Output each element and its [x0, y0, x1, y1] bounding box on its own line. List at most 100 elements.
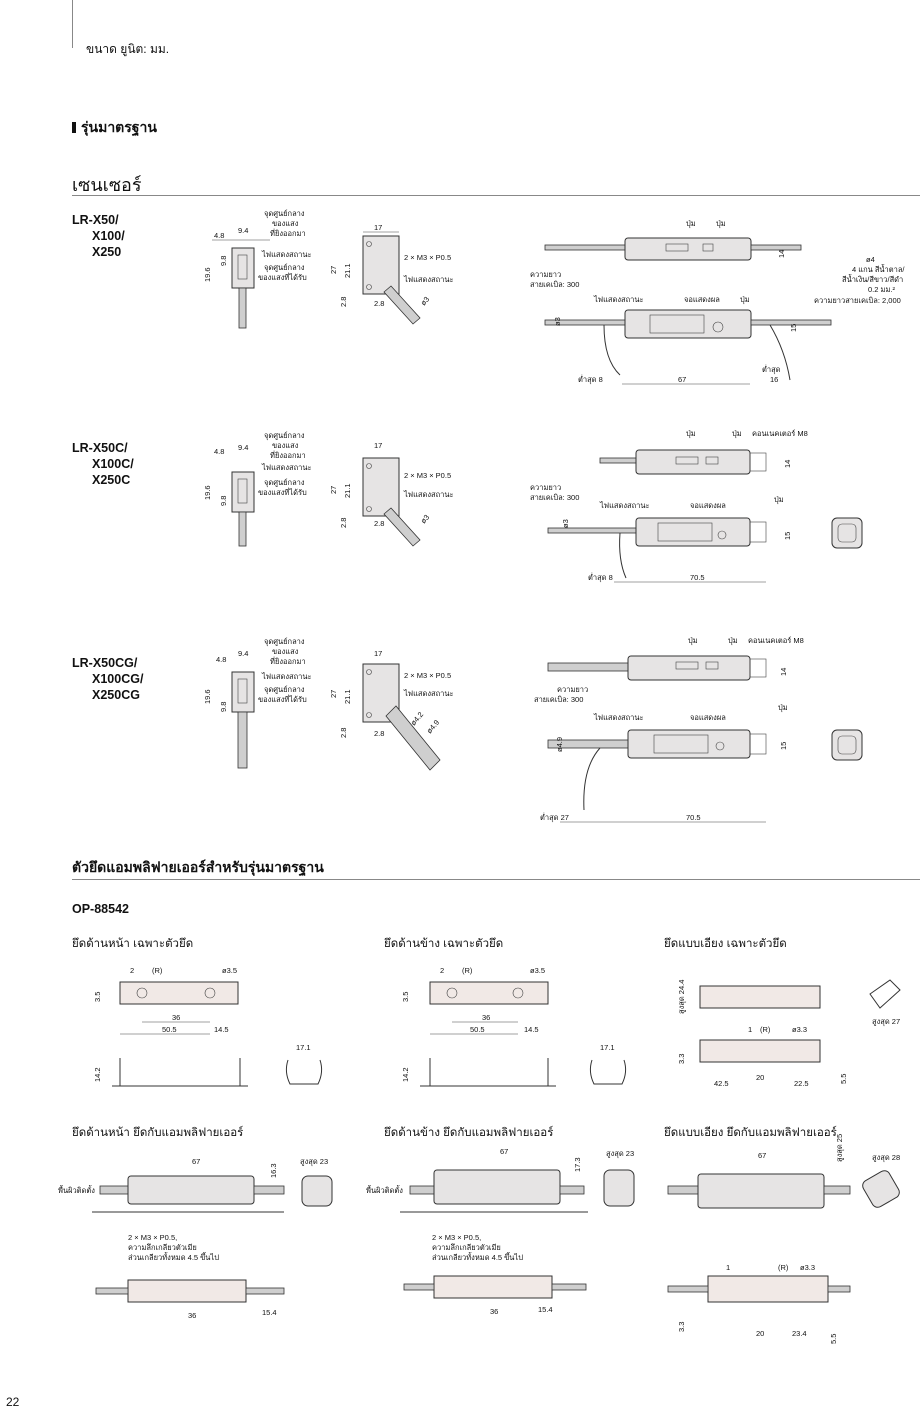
square-bullet-icon — [72, 122, 76, 133]
label-text: ความลึกเกลียวตัวเมีย — [128, 1243, 197, 1252]
label-text: สูงสุด 23 — [606, 1149, 634, 1158]
dim-text: 36 — [482, 1013, 490, 1022]
dim-text: 4.8 — [214, 231, 224, 240]
label-text: ของแสงที่ได้รับ — [258, 694, 307, 704]
label-text: สูงสุด 28 — [872, 1153, 900, 1162]
bracket-angled-only: สูงสุด 24.4 สูงสุด 27 1 (R) ø3.3 3.3 42.… — [677, 979, 901, 1088]
dim-text: 4.8 — [214, 447, 224, 456]
dim-text: ø4.2 — [409, 710, 426, 727]
dim-text: 21.1 — [343, 689, 352, 704]
dim-text: 14.2 — [401, 1067, 410, 1082]
sensor-heading: เซนเซอร์ — [72, 175, 142, 195]
dim-text: ต่ำสุด 8 — [578, 374, 603, 384]
dim-text: 27 — [329, 690, 338, 698]
dim-text: 70.5 — [690, 573, 705, 582]
label-text: จอแสดงผล — [690, 501, 726, 510]
bracket-front-amp: 67 16.3 พื้นผิวติดตั้ง สูงสุด 23 2 × M3 … — [58, 1157, 333, 1320]
label-text: จุดศูนย์กลาง — [264, 263, 305, 272]
dim-text: 14 — [779, 668, 788, 676]
dim-text: (R) — [462, 966, 473, 975]
dim-text: 67 — [678, 375, 686, 384]
label-text: ที่ยิงออกมา — [270, 450, 306, 460]
label-text: ø4 — [866, 255, 875, 264]
dim-text: (R) — [778, 1263, 789, 1272]
dim-text: 3.3 — [677, 1054, 686, 1064]
label-text: ความยาว — [530, 270, 561, 279]
dim-text: 3.5 — [93, 992, 102, 1002]
label-text: จุดศูนย์กลาง — [264, 478, 305, 487]
dim-text: 19.6 — [203, 689, 212, 704]
dim-text: สูงสุด 27 — [872, 1017, 900, 1026]
label-text: ปุ่ม — [732, 429, 742, 438]
dim-text: 2.8 — [339, 518, 348, 528]
sensor-side-view-2: 17 27 21.1 2.8 2.8 2 × M3 × P0.5 ไฟแสดงส… — [329, 441, 454, 547]
label-text: ของแสง — [272, 441, 299, 450]
dim-text: 19.6 — [203, 267, 212, 282]
bracket-drawings: 2 (R) ø3.5 3.5 36 50.5 14.5 14.2 17.1 2 … — [58, 966, 901, 1344]
label-text: จุดศูนย์กลาง — [264, 209, 305, 218]
label-text: ความยาว — [530, 483, 561, 492]
label-text: ไฟแสดงสถานะ — [403, 689, 454, 698]
dim-text: 21.1 — [343, 263, 352, 278]
dim-text: 50.5 — [470, 1025, 485, 1034]
amplifier-view-1: ปุ่ม ปุ่ม ความยาว สายเคเบิล: 300 ไฟแสดงส… — [530, 219, 905, 385]
sensor-front-view-1: 4.8 9.4 19.6 9.8 จุดศูนย์กลาง ของแสง ที่… — [203, 209, 312, 329]
dim-text: 2.8 — [339, 728, 348, 738]
model-line: X250C — [92, 473, 131, 487]
dim-text: 14 — [783, 460, 792, 468]
label-text: 2 × M3 × P0.5 — [404, 671, 451, 680]
bracket-side-amp: 67 17.3 พื้นผิวติดตั้ง สูงสุด 23 2 × M3 … — [366, 1147, 635, 1316]
model-group-3: LR-X50CG/ X100CG/ X250CG — [72, 655, 143, 703]
label-text: ความยาวสายเคเบิล: 2,000 — [814, 296, 901, 305]
header-divider — [72, 0, 73, 48]
label-text: ปุ่ม — [728, 636, 738, 645]
dim-text: ø3.3 — [792, 1025, 807, 1034]
dim-text: 2 — [130, 966, 134, 975]
label-text: ปุ่ม — [716, 219, 726, 228]
dim-text: ø4.9 — [425, 718, 442, 735]
bracket-caption-front-amp: ยึดด้านหน้า ยึดกับแอมพลิฟายเออร์ — [72, 1127, 244, 1139]
label-text: ไฟแสดงสถานะ — [593, 295, 644, 304]
label-text: คอนเนคเตอร์ M8 — [752, 429, 808, 438]
label-text: ความยาว — [557, 685, 588, 694]
dim-text: 9.4 — [238, 649, 248, 658]
dim-text: 42.5 — [714, 1079, 729, 1088]
model-line: LR-X50C/ — [72, 441, 128, 455]
label-text: ไฟแสดงสถานะ — [403, 490, 454, 499]
label-text: 2 × M3 × P0.5, — [128, 1233, 177, 1242]
dim-text: 23.4 — [792, 1329, 807, 1338]
dim-text: 16.3 — [269, 1163, 278, 1178]
dim-text: 21.1 — [343, 483, 352, 498]
label-text: สายเคเบิล: 300 — [534, 695, 583, 704]
dim-text: 15.4 — [538, 1305, 553, 1314]
label-text: ไฟแสดงสถานะ — [593, 713, 644, 722]
dim-text: ø3 — [553, 317, 562, 326]
model-line: X100/ — [92, 229, 125, 243]
dim-text: 17 — [374, 441, 382, 450]
label-text: ปุ่ม — [686, 429, 696, 438]
label-text: ปุ่ม — [774, 495, 784, 504]
dim-text: ø3.3 — [800, 1263, 815, 1272]
model-line: LR-X50CG/ — [72, 656, 138, 670]
sensor-front-view-2: 4.8 9.4 19.6 9.8 จุดศูนย์กลาง ของแสง ที่… — [203, 431, 312, 547]
model-line: X250CG — [92, 688, 140, 702]
dim-text: 15 — [789, 324, 798, 332]
label-text: จอแสดงผล — [690, 713, 726, 722]
label-text: ของแสง — [272, 647, 299, 656]
dim-text: 1 — [726, 1263, 730, 1272]
model-line: X100CG/ — [92, 672, 144, 686]
model-group-2: LR-X50C/ X100C/ X250C — [72, 440, 134, 488]
dim-text: สูงสุด 24.4 — [677, 980, 686, 1014]
label-text: 0.2 มม.² — [868, 285, 895, 294]
bracket-front-only: 2 (R) ø3.5 3.5 36 50.5 14.5 14.2 17.1 — [93, 966, 323, 1087]
dim-text: 4.8 — [216, 655, 226, 664]
dim-text: 27 — [329, 486, 338, 494]
label-text: ปุ่ม — [686, 219, 696, 228]
sensor-heading-rule — [72, 195, 920, 196]
dim-text: สูงสุด 25 — [835, 1134, 844, 1162]
label-text: ความลึกเกลียวตัวเมีย — [432, 1243, 501, 1252]
header-unit: ยูนิต: มม. — [120, 42, 170, 56]
label-text: ส่วนเกลียวทั้งหมด 4.5 ขึ้นไป — [128, 1252, 219, 1262]
dim-text: ø3 — [561, 519, 570, 528]
dim-text: 50.5 — [162, 1025, 177, 1034]
